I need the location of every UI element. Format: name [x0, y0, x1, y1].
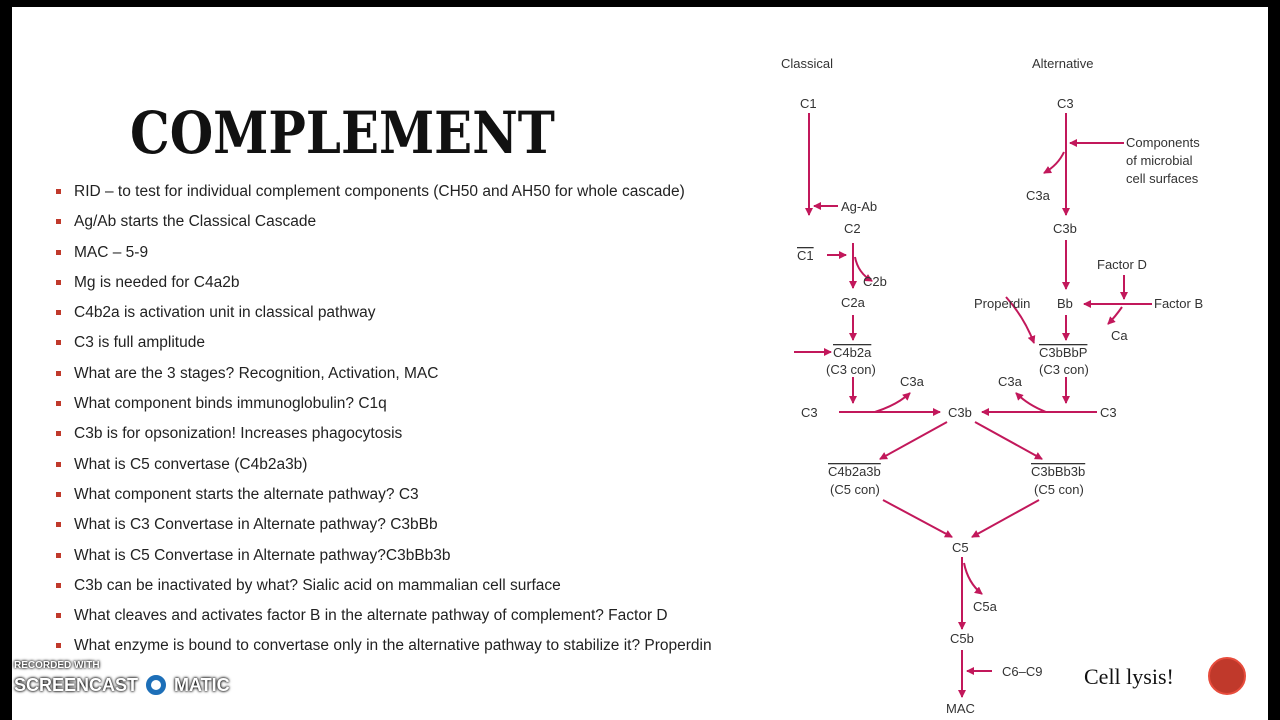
label-c2a: C2a	[841, 295, 866, 310]
bullet-marker	[56, 279, 61, 285]
list-item: What component starts the alternate path…	[56, 480, 796, 510]
bullet-marker	[56, 310, 61, 316]
label-c3b-alt: C3b	[1053, 221, 1077, 236]
arrow-ca	[1107, 306, 1123, 325]
list-item: C4b2a is activation unit in classical pa…	[56, 298, 796, 328]
list-item: RID – to test for individual complement …	[56, 177, 796, 207]
label-c3a-left: C3a	[900, 374, 925, 389]
arrow-c2b	[854, 256, 873, 282]
label-c2: C2	[844, 221, 861, 236]
list-item: What cleaves and activates factor B in t…	[56, 601, 796, 631]
label-components-2: of microbial	[1126, 153, 1193, 168]
cell-lysis-label: Cell lysis!	[1084, 664, 1174, 689]
screencast-logo-icon	[143, 672, 170, 698]
list-item: What is C5 convertase (C4b2a3b)	[56, 450, 796, 480]
arrow-c3a-alt	[1043, 151, 1065, 174]
list-item: What is C3 Convertase in Alternate pathw…	[56, 510, 796, 540]
arrow-c3a-left	[874, 392, 911, 413]
arrow-c3b-to-c3bbb3b	[974, 421, 1043, 460]
label-mac: MAC	[946, 701, 975, 716]
label-c1: C1	[800, 96, 817, 111]
bullet-marker	[56, 401, 61, 407]
bullet-marker	[56, 189, 61, 194]
bullet-marker	[56, 461, 61, 467]
label-ca: Ca	[1111, 328, 1128, 343]
slide: COMPLEMENT RID – to test for individual …	[12, 7, 1268, 720]
bullet-marker	[56, 340, 61, 346]
label-bb: Bb	[1057, 296, 1073, 311]
label-c5b: C5b	[950, 631, 974, 646]
label-components-3: cell surfaces	[1126, 171, 1199, 186]
label-classical: Classical	[781, 56, 833, 71]
arrow-c3b-to-c4b2a3b	[879, 421, 948, 460]
list-item: C3b can be inactivated by what? Sialic a…	[56, 571, 796, 601]
label-c3bbbp: C3bBbP	[1039, 345, 1087, 360]
watermark-recorded-with: RECORDED WITH	[14, 660, 100, 671]
label-factor-b: Factor B	[1154, 296, 1203, 311]
label-components-1: Components	[1126, 135, 1200, 150]
label-c3a-alt: C3a	[1026, 188, 1051, 203]
bullet-marker	[56, 643, 61, 649]
bullet-marker	[56, 431, 61, 437]
list-item: What enzyme is bound to convertase only …	[56, 631, 796, 668]
label-c3-left: C3	[801, 405, 818, 420]
bullet-marker	[56, 491, 61, 497]
bullet-marker	[56, 522, 61, 528]
list-item: Mg is needed for C4a2b	[56, 268, 796, 298]
list-item: What component binds immunoglobulin? C1q	[56, 389, 796, 419]
label-c4b2a: C4b2a	[833, 345, 872, 360]
label-factor-d: Factor D	[1097, 257, 1147, 272]
screencast-watermark: RECORDED WITH SCREENCAST MATIC	[14, 660, 230, 698]
bullet-marker	[56, 613, 61, 619]
label-c3con-left: (C3 con)	[826, 362, 876, 377]
label-alternative: Alternative	[1032, 56, 1093, 71]
label-properdin: Properdin	[974, 296, 1030, 311]
label-c5con-right: (C5 con)	[1034, 482, 1084, 497]
bullet-marker	[56, 370, 61, 376]
arrow-c3bbb3b-to-c5	[971, 499, 1040, 538]
label-c6-c9: C6–C9	[1002, 664, 1042, 679]
bullet-marker	[56, 219, 61, 225]
label-c3bbb3b: C3bBb3b	[1031, 464, 1085, 479]
pathway-labels: Classical Alternative C1 Ag-Ab C2 C1 C2b…	[781, 56, 1203, 716]
watermark-brand: SCREENCAST MATIC	[14, 672, 230, 698]
label-c5: C5	[952, 540, 969, 555]
list-item: C3b is for opsonization! Increases phago…	[56, 419, 796, 449]
bullet-marker	[56, 582, 61, 588]
label-c3b-center: C3b	[948, 405, 972, 420]
label-c5a: C5a	[973, 599, 998, 614]
label-ag-ab: Ag-Ab	[841, 199, 877, 214]
label-c1-bar: C1	[797, 248, 814, 263]
label-c4b2a3b: C4b2a3b	[828, 464, 881, 479]
bullet-marker	[56, 552, 61, 558]
label-c2b: C2b	[863, 274, 887, 289]
label-c3-right: C3	[1100, 405, 1117, 420]
arrow-c5a	[963, 562, 983, 595]
list-item: MAC – 5-9	[56, 238, 796, 268]
slide-title: COMPLEMENT	[130, 99, 555, 167]
list-item: What are the 3 stages? Recognition, Acti…	[56, 359, 796, 389]
arrow-properdin	[1005, 296, 1036, 344]
logo-circle-icon	[1208, 657, 1246, 695]
bullet-marker	[56, 249, 61, 255]
arrow-c4b2a3b-to-c5	[882, 499, 953, 538]
complement-pathway-diagram: Classical Alternative C1 Ag-Ab C2 C1 C2b…	[781, 56, 1203, 716]
label-c3-top: C3	[1057, 96, 1074, 111]
list-item: Ag/Ab starts the Classical Cascade	[56, 207, 796, 237]
arrow-c3a-right	[1015, 392, 1047, 413]
label-c3a-right: C3a	[998, 374, 1023, 389]
label-c3con-right: (C3 con)	[1039, 362, 1089, 377]
bullet-list: RID – to test for individual complement …	[56, 177, 796, 669]
list-item: What is C5 Convertase in Alternate pathw…	[56, 541, 796, 571]
list-item: C3 is full amplitude	[56, 328, 796, 358]
label-c5con-left: (C5 con)	[830, 482, 880, 497]
pathway-arrows	[794, 113, 1152, 698]
